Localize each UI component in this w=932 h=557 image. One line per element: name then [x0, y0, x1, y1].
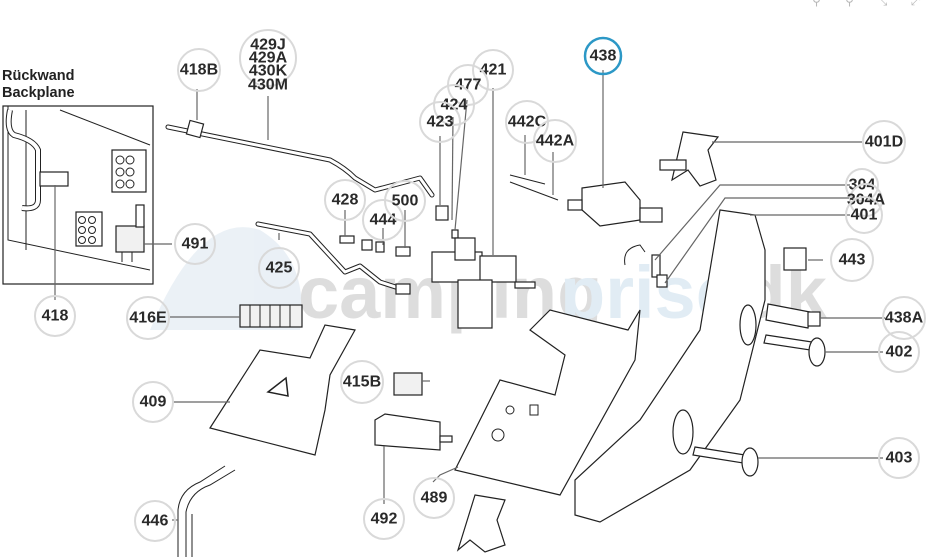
svg-text:429J: 429J	[250, 37, 286, 54]
svg-text:401D: 401D	[865, 134, 903, 151]
svg-text:304A: 304A	[847, 192, 886, 209]
callout-423[interactable]: 423	[419, 101, 461, 143]
cover-409	[209, 324, 356, 456]
callout-500[interactable]: 500	[384, 180, 426, 222]
callout-409[interactable]: 409	[132, 381, 174, 423]
callout-401[interactable]: 401	[845, 196, 883, 234]
svg-text:409: 409	[140, 394, 167, 411]
zoom-in-icon: ⚲	[812, 0, 821, 8]
callout-492[interactable]: 492	[363, 498, 405, 540]
callout-304a[interactable]: 304A	[847, 183, 886, 217]
bracket-lower	[456, 494, 506, 553]
svg-text:425: 425	[266, 260, 293, 277]
callout-442a[interactable]: 442A	[533, 119, 577, 163]
terminal-block-416e	[239, 304, 303, 328]
callout-418b[interactable]: 418B	[177, 48, 221, 92]
svg-text:421: 421	[480, 62, 507, 79]
svg-text:444: 444	[370, 212, 397, 229]
shrink-icon: ⤡	[877, 0, 888, 8]
svg-text:492: 492	[371, 511, 398, 528]
callout-421[interactable]: 421	[472, 49, 514, 91]
svg-text:430K: 430K	[249, 63, 288, 80]
callout-446[interactable]: 446	[134, 500, 176, 542]
svg-text:416E: 416E	[129, 310, 167, 327]
svg-text:489: 489	[421, 490, 448, 507]
part-402-knob	[763, 334, 826, 367]
housing-401	[574, 209, 766, 523]
gas-valve-assembly	[431, 237, 536, 329]
fittings	[339, 205, 459, 257]
callout-491[interactable]: 491	[174, 223, 216, 265]
zoom-out-button[interactable]: ⚲	[833, 0, 866, 8]
zoom-in-button[interactable]: ⚲	[800, 0, 833, 8]
part-438-solenoid	[567, 181, 668, 288]
part-443	[783, 247, 807, 271]
svg-text:438A: 438A	[885, 310, 924, 327]
svg-text:429A: 429A	[249, 50, 288, 67]
callout-418[interactable]: 418	[34, 295, 76, 337]
part-438a-shaft	[765, 303, 821, 329]
callout-425[interactable]: 425	[258, 247, 300, 289]
svg-text:491: 491	[182, 236, 209, 253]
callout-415b[interactable]: 415B	[340, 360, 384, 404]
callout-429-group[interactable]: 429J 429A 430K 430M	[239, 29, 297, 94]
zoom-toolbar: ⚲ ⚲ ⤡ ⤢	[800, 0, 932, 8]
svg-text:443: 443	[839, 252, 866, 269]
svg-text:500: 500	[392, 193, 419, 210]
svg-text:415B: 415B	[343, 374, 381, 391]
fullscreen-button[interactable]: ⤢	[899, 0, 932, 8]
callout-416e[interactable]: 416E	[126, 296, 170, 340]
watermark-tent-icon	[150, 227, 302, 330]
callout-402[interactable]: 402	[878, 331, 920, 373]
zoom-out-icon: ⚲	[845, 0, 854, 8]
gas-pipe-425	[255, 221, 411, 295]
svg-text:403: 403	[886, 450, 913, 467]
leader-lines	[54, 70, 885, 521]
backplane-title-en: Backplane	[2, 85, 75, 101]
svg-text:418B: 418B	[180, 62, 218, 79]
svg-text:428: 428	[332, 192, 359, 209]
bracket-401d	[659, 131, 720, 187]
svg-text:423: 423	[427, 114, 454, 131]
backplane-title-de: Rückwand	[2, 68, 75, 84]
part-492-box	[374, 413, 453, 451]
svg-text:424: 424	[441, 97, 468, 114]
callout-403[interactable]: 403	[878, 437, 920, 479]
svg-text:446: 446	[142, 513, 169, 530]
pcb-489	[454, 309, 641, 496]
callout-401d[interactable]: 401D	[862, 120, 906, 164]
callout-438a[interactable]: 438A	[882, 296, 926, 340]
svg-text:402: 402	[886, 344, 913, 361]
svg-text:442A: 442A	[536, 133, 575, 150]
part-415b	[393, 372, 423, 396]
backplane-heading: Rückwand Backplane	[2, 68, 75, 102]
svg-text:477: 477	[455, 77, 482, 94]
svg-text:418: 418	[42, 308, 69, 325]
svg-text:430M: 430M	[248, 77, 288, 94]
gas-pipe-429	[165, 119, 435, 198]
callout-428[interactable]: 428	[324, 179, 366, 221]
warning-triangle-icon	[266, 376, 289, 397]
wires-446	[177, 465, 236, 557]
svg-text:401: 401	[851, 207, 878, 224]
callout-438[interactable]: 438	[583, 36, 623, 76]
part-403-knob	[692, 446, 759, 477]
shrink-button[interactable]: ⤡	[866, 0, 899, 8]
callout-443[interactable]: 443	[830, 238, 874, 282]
callout-489[interactable]: 489	[413, 477, 455, 519]
callout-424[interactable]: 424	[433, 84, 475, 126]
svg-text:442C: 442C	[508, 114, 547, 131]
fullscreen-icon: ⤢	[910, 0, 921, 8]
backplane-panel	[2, 105, 154, 285]
rods-442	[509, 174, 559, 201]
svg-text:438: 438	[590, 48, 617, 65]
